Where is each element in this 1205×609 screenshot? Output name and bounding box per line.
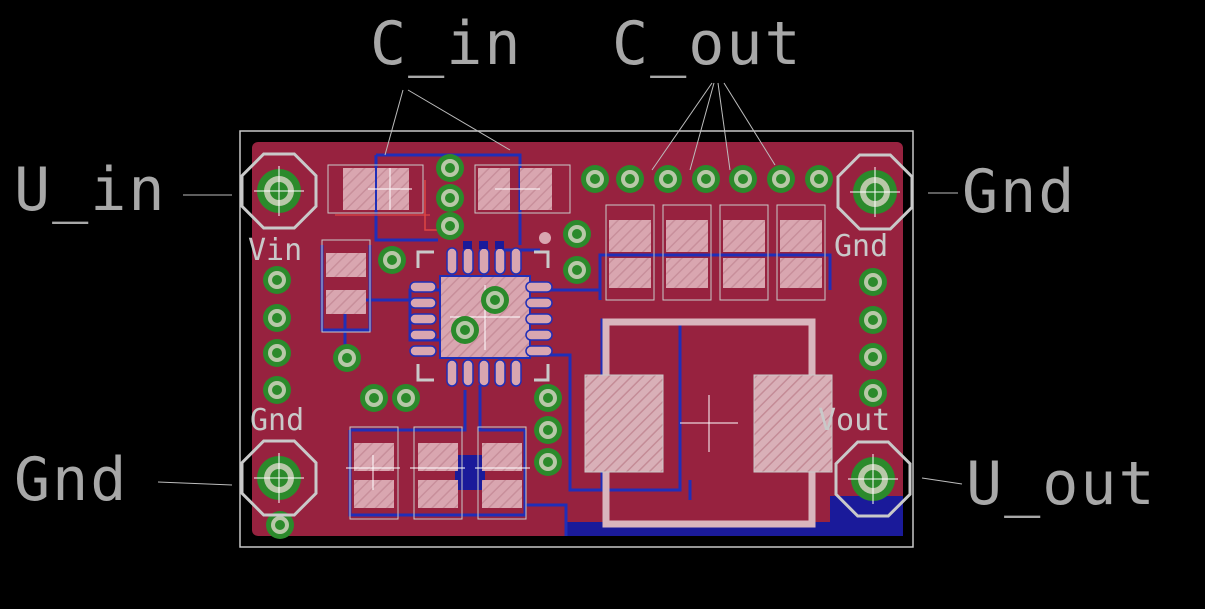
via [581, 165, 609, 193]
resistor-bottom-3 [475, 426, 530, 520]
via [436, 184, 464, 212]
via [729, 165, 757, 193]
via [654, 165, 682, 193]
via [266, 511, 294, 539]
pad-gnd-bottom-left [240, 439, 318, 517]
via [378, 246, 406, 274]
via [616, 165, 644, 193]
capacitor-c-out-2 [662, 204, 712, 301]
callout-u-in: U_in [14, 155, 167, 225]
capacitor-c-in-1 [327, 164, 424, 214]
inductor [584, 318, 833, 528]
via [767, 165, 795, 193]
via [436, 154, 464, 182]
capacitor-c-out-4 [776, 204, 826, 301]
via [263, 266, 291, 294]
pad-u-in [240, 152, 318, 230]
pad-u-out [834, 440, 912, 518]
via [263, 339, 291, 367]
silk-vout: Vout [818, 403, 891, 438]
via [481, 286, 509, 314]
via [859, 268, 887, 296]
via [333, 344, 361, 372]
bottom-copper-area [455, 455, 485, 490]
via [805, 165, 833, 193]
top-trace-outline [424, 180, 440, 231]
resistor-bottom-2 [410, 426, 465, 520]
via [859, 343, 887, 371]
silk-gnd-bottom: Gnd [250, 403, 305, 438]
via [392, 384, 420, 412]
capacitor-c-out-3 [719, 204, 769, 301]
capacitor-c-in-2 [474, 164, 571, 214]
vias [263, 154, 887, 539]
via [534, 384, 562, 412]
callout-c-out: C_out [612, 9, 803, 79]
via [451, 316, 479, 344]
capacitor-c-out-1 [605, 204, 655, 301]
silk-gnd-top: Gnd [834, 229, 889, 264]
callout-gnd-top-right: Gnd [962, 157, 1077, 227]
leader-lines [157, 82, 963, 486]
ic-qfn [409, 232, 553, 387]
pad-gnd-top-right [836, 153, 914, 231]
via [263, 304, 291, 332]
via [859, 306, 887, 334]
callout-u-out: U_out [966, 449, 1157, 519]
via [436, 212, 464, 240]
via [563, 256, 591, 284]
callout-gnd-bottom-left: Gnd [14, 445, 129, 515]
resistor-vin [321, 239, 371, 333]
via [692, 165, 720, 193]
via [534, 416, 562, 444]
callout-c-in: C_in [370, 9, 523, 79]
via [563, 220, 591, 248]
resistor-bottom-1 [346, 426, 400, 520]
via [263, 376, 291, 404]
via [859, 379, 887, 407]
via [534, 448, 562, 476]
board-outline [239, 130, 914, 548]
silk-vin: Vin [248, 233, 303, 268]
via [360, 384, 388, 412]
